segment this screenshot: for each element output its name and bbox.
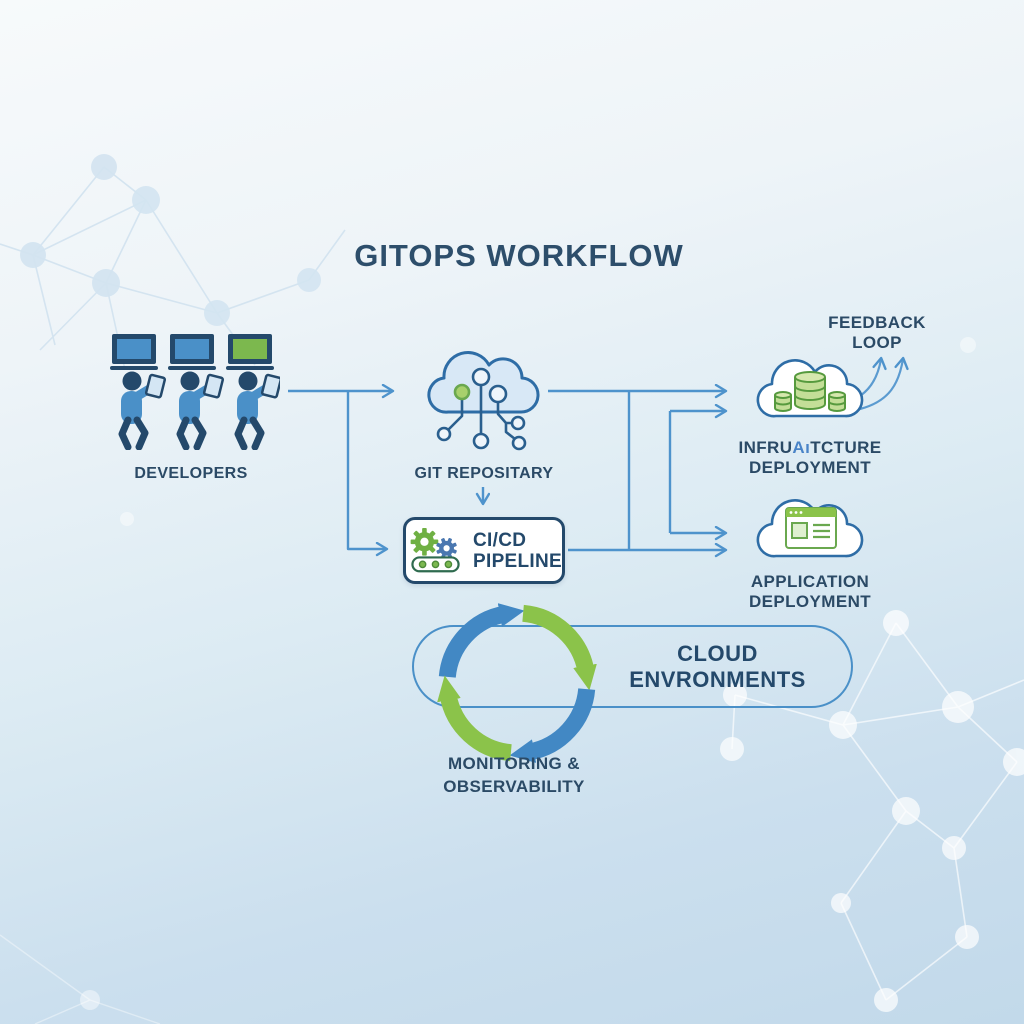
green-gear-icon — [410, 527, 439, 556]
infrastructure-label-line2: DEPLOYMENT — [748, 458, 872, 477]
developer-figure-2 — [168, 334, 223, 447]
cicd-pipeline-box: CI/CD PIPELINE — [403, 517, 565, 584]
cicd-gears-icon — [410, 527, 460, 572]
cloud-environments-box: CLOUD ENVRONMENTS — [412, 625, 853, 708]
blue-gear-icon — [436, 537, 457, 558]
cicd-label-line2: PIPELINE — [473, 550, 562, 572]
infrastructure-label-seg2: Aı — [792, 438, 811, 457]
application-deployment-label: APPLICATION DEPLOYMENT — [749, 572, 871, 612]
page-title: GITOPS WORKFLOW — [354, 238, 684, 273]
cloud-env-label-line1: CLOUD — [677, 640, 758, 666]
cicd-label-line1: CI/CD — [473, 529, 527, 551]
git-repository-label: GIT REPOSITARY — [414, 465, 554, 482]
feedback-label-line2: LOOP — [852, 333, 902, 352]
application-label-line1: APPLICATION — [750, 572, 870, 591]
cloud-environments-label: CLOUD ENVRONMENTS — [599, 641, 836, 693]
infrastructure-deployment-icon — [756, 359, 864, 418]
application-deployment-icon — [756, 499, 864, 558]
infrastructure-label-seg3: TCTURE — [810, 438, 882, 457]
monitoring-label-line2: OBSERVABILITY — [443, 777, 585, 796]
database-cylinders-icon — [774, 371, 846, 412]
feedback-label-line1: FEEDBACK — [828, 313, 926, 332]
developer-figure-1 — [110, 334, 165, 447]
browser-window-icon — [785, 507, 837, 549]
developers-icon — [108, 334, 280, 450]
cloud-env-label-line2: ENVRONMENTS — [629, 666, 806, 692]
infrastructure-label-seg1: INFRU — [738, 438, 793, 457]
monitoring-observability-label: MONITORING & OBSERVABILITY — [443, 752, 585, 798]
monitoring-label-line1: MONITORING & — [447, 754, 580, 773]
developer-figure-3 — [226, 334, 280, 447]
feedback-loop-label: FEEDBACK LOOP — [828, 313, 926, 353]
git-repository-icon — [427, 351, 540, 451]
infrastructure-deployment-label: INFRUAıTCTURE DEPLOYMENT — [738, 438, 881, 478]
monitoring-cycle-icon — [437, 603, 597, 763]
developers-label: DEVELOPERS — [134, 465, 248, 482]
conveyor-icon — [411, 555, 460, 572]
application-label-line2: DEPLOYMENT — [748, 592, 872, 611]
